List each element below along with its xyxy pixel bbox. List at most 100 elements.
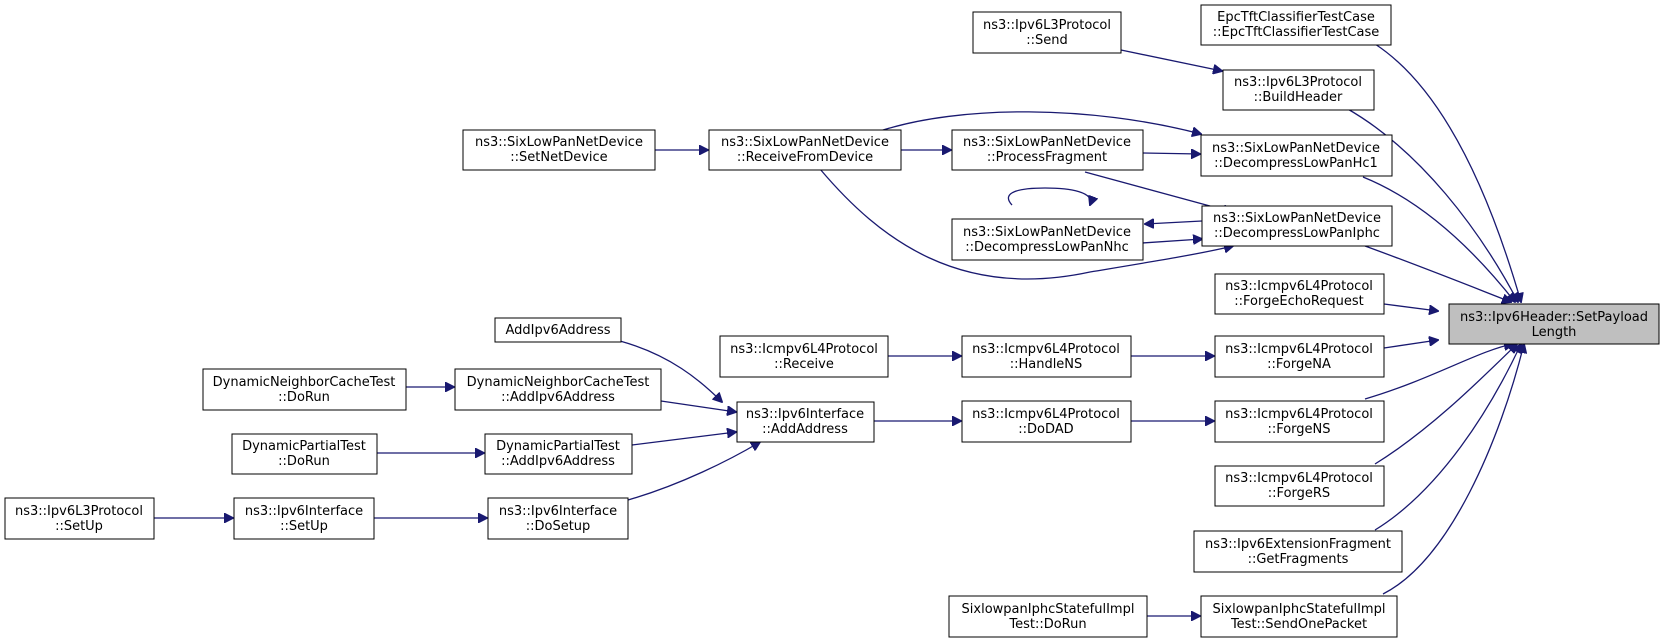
node-label-line: ::DecompressLowPanIphc: [1214, 226, 1380, 241]
node-sixlowpan-decompresslowpanhc1[interactable]: ns3::SixLowPanNetDevice ::DecompressLowP…: [1200, 134, 1393, 177]
edge-getfragments-to-set-payload-length: [1374, 344, 1521, 531]
node-label-line: ::ForgeNA: [1267, 357, 1331, 372]
node-label-line: SixlowpanIphcStatefulImpl: [962, 602, 1135, 617]
edge-processfragment-to-decompressiphc: [1084, 171, 1232, 212]
node-label-line: ns3::Ipv6L3Protocol: [1234, 75, 1362, 90]
node-ipv6l3-send[interactable]: ns3::Ipv6L3Protocol ::Send: [972, 11, 1122, 54]
node-icmpv6-handlens[interactable]: ns3::Icmpv6L4Protocol ::HandleNS: [961, 335, 1132, 378]
node-label-line: ns3::Icmpv6L4Protocol: [972, 342, 1120, 357]
node-label-line: ::ForgeEchoRequest: [1234, 294, 1363, 309]
node-label-line: ::DoDAD: [1018, 422, 1073, 437]
node-label-line: ::Receive: [774, 357, 834, 372]
edge-forgena-to-set-payload-length: [1383, 340, 1438, 349]
node-icmpv6-receive[interactable]: ns3::Icmpv6L4Protocol ::Receive: [719, 335, 889, 378]
node-label-line: DynamicPartialTest: [242, 439, 366, 454]
node-label-line: ::ProcessFragment: [987, 150, 1107, 165]
edge-forgens-to-set-payload-length: [1364, 344, 1513, 400]
edge-buildheader-to-set-payload-length: [1345, 107, 1518, 302]
node-label-line: ns3::Icmpv6L4Protocol: [1225, 342, 1373, 357]
edge-receivefromdevice-to-decompressiphc: [819, 168, 1233, 280]
node-label-line: ns3::Ipv6L3Protocol: [15, 504, 143, 519]
edge-addipv6address-to-addaddress: [619, 340, 722, 402]
node-label-line: ::SetNetDevice: [510, 150, 607, 165]
node-label-line: ns3::Ipv6Interface: [499, 504, 617, 519]
node-icmpv6-forgers[interactable]: ns3::Icmpv6L4Protocol ::ForgeRS: [1214, 465, 1385, 507]
node-ipv6interface-setup[interactable]: ns3::Ipv6Interface ::SetUp: [233, 497, 375, 540]
node-label-line: SixlowpanIphcStatefulImpl: [1213, 602, 1386, 617]
node-label-line: ns3::Ipv6Interface: [746, 407, 864, 422]
node-label-line: ::HandleNS: [1010, 357, 1083, 372]
edge-processfragment-to-decompresshc1: [1141, 153, 1200, 154]
edge-dynpartial-addipv6-to-addaddress: [631, 432, 736, 446]
node-addipv6address[interactable]: AddIpv6Address: [494, 317, 622, 343]
node-label-line: DynamicNeighborCacheTest: [213, 375, 396, 390]
node-label-line: ::DecompressLowPanNhc: [965, 240, 1129, 255]
edge-epc-tft-to-set-payload-length: [1374, 43, 1521, 302]
node-label-line: ::ForgeNS: [1267, 422, 1330, 437]
node-sixlowpan-setnetdevice[interactable]: ns3::SixLowPanNetDevice ::SetNetDevice: [462, 129, 656, 171]
node-label-line: ns3::Icmpv6L4Protocol: [972, 407, 1120, 422]
node-label-line: ns3::SixLowPanNetDevice: [475, 135, 643, 150]
node-label-line: ns3::SixLowPanNetDevice: [963, 135, 1131, 150]
node-ipv6interface-dosetup[interactable]: ns3::Ipv6Interface ::DoSetup: [487, 497, 629, 540]
node-label-line: ns3::Icmpv6L4Protocol: [1225, 407, 1373, 422]
node-label-line: Length: [1532, 325, 1577, 340]
node-label-line: ns3::SixLowPanNetDevice: [1213, 211, 1381, 226]
node-icmpv6-forgens[interactable]: ns3::Icmpv6L4Protocol ::ForgeNS: [1214, 400, 1385, 443]
node-sixlowpan-processfragment[interactable]: ns3::SixLowPanNetDevice ::ProcessFragmen…: [951, 129, 1144, 171]
edge-decompressiphc-to-decompressnhc: [1145, 221, 1203, 224]
node-sixlowpan-decompresslowpannhc[interactable]: ns3::SixLowPanNetDevice ::DecompressLowP…: [951, 218, 1144, 261]
node-dynamic-neighbor-cache-test-addipv6address[interactable]: DynamicNeighborCacheTest ::AddIpv6Addres…: [454, 368, 662, 411]
node-label-line: ::Send: [1026, 33, 1068, 48]
node-label-line: AddIpv6Address: [506, 323, 611, 338]
node-set-payload-length[interactable]: ns3::Ipv6Header::SetPayload Length: [1448, 303, 1660, 345]
node-label-line: ::DoRun: [278, 454, 330, 469]
node-label-line: ::DoSetup: [526, 519, 591, 534]
node-label-line: ns3::Ipv6ExtensionFragment: [1205, 537, 1391, 552]
node-label-line: ns3::Ipv6Interface: [245, 504, 363, 519]
edge-decompresshc1-to-set-payload-length: [1362, 176, 1515, 302]
node-sixlowpan-decompresslowpaniphc[interactable]: ns3::SixLowPanNetDevice ::DecompressLowP…: [1201, 205, 1393, 247]
node-label-line: ns3::SixLowPanNetDevice: [1212, 141, 1380, 156]
node-label-line: ns3::SixLowPanNetDevice: [963, 225, 1131, 240]
node-sixlowpan-receivefromdevice[interactable]: ns3::SixLowPanNetDevice ::ReceiveFromDev…: [708, 129, 902, 171]
node-ipv6interface-addaddress[interactable]: ns3::Ipv6Interface ::AddAddress: [736, 401, 875, 443]
node-icmpv6-forgeechorequest[interactable]: ns3::Icmpv6L4Protocol ::ForgeEchoRequest: [1214, 273, 1385, 315]
node-label-line: ::ForgeRS: [1268, 486, 1330, 501]
edge-receivefromdevice-to-decompresshc1: [879, 111, 1201, 134]
edge-decompressnhc-self-loop: [1007, 187, 1090, 205]
node-ipv6l3-buildheader[interactable]: ns3::Ipv6L3Protocol ::BuildHeader: [1222, 69, 1375, 111]
node-label-line: ::EpcTftClassifierTestCase: [1213, 25, 1380, 40]
node-label-line: DynamicNeighborCacheTest: [467, 375, 650, 390]
node-label-line: ::GetFragments: [1248, 552, 1349, 567]
node-epc-tft-classifier-test-case[interactable]: EpcTftClassifierTestCase ::EpcTftClassif…: [1200, 4, 1392, 46]
node-label-line: ns3::Ipv6L3Protocol: [983, 18, 1111, 33]
node-label-line: ::AddIpv6Address: [501, 390, 615, 405]
node-dynamic-partial-test-dorun[interactable]: DynamicPartialTest ::DoRun: [231, 433, 378, 475]
node-ipv6l3-setup[interactable]: ns3::Ipv6L3Protocol ::SetUp: [4, 497, 155, 540]
node-icmpv6-forgena[interactable]: ns3::Icmpv6L4Protocol ::ForgeNA: [1214, 335, 1385, 378]
node-sixlowpan-iphc-stateful-impl-test-sendonepacket[interactable]: SixlowpanIphcStatefulImpl Test::SendOneP…: [1200, 595, 1398, 638]
node-label-line: ::DoRun: [278, 390, 330, 405]
edge-decompressiphc-to-set-payload-length: [1364, 245, 1511, 302]
node-label-line: ns3::Icmpv6L4Protocol: [1225, 471, 1373, 486]
node-label-line: DynamicPartialTest: [496, 439, 620, 454]
node-label-line: ::AddAddress: [762, 422, 848, 437]
node-dynamic-partial-test-addipv6address[interactable]: DynamicPartialTest ::AddIpv6Address: [484, 433, 633, 475]
node-label-line: ns3::Ipv6Header::SetPayload: [1460, 310, 1648, 325]
edge-send-to-buildheader: [1120, 49, 1222, 71]
node-icmpv6-dodad[interactable]: ns3::Icmpv6L4Protocol ::DoDAD: [961, 400, 1132, 443]
node-label-line: ::AddIpv6Address: [501, 454, 615, 469]
node-ipv6extensionfragment-getfragments[interactable]: ns3::Ipv6ExtensionFragment ::GetFragment…: [1193, 530, 1403, 573]
node-label-line: ns3::SixLowPanNetDevice: [721, 135, 889, 150]
node-label-line: ::SetUp: [55, 519, 103, 534]
node-label-line: EpcTftClassifierTestCase: [1217, 10, 1375, 25]
node-label-line: ::DecompressLowPanHc1: [1214, 156, 1378, 171]
edge-forgeechorequest-to-set-payload-length: [1383, 303, 1438, 311]
node-sixlowpan-iphc-stateful-impl-test-dorun[interactable]: SixlowpanIphcStatefulImpl Test::DoRun: [948, 595, 1148, 638]
edge-dynneighbor-addipv6-to-addaddress: [660, 400, 736, 412]
node-dynamic-neighbor-cache-test-dorun[interactable]: DynamicNeighborCacheTest ::DoRun: [202, 368, 407, 411]
node-label-line: ns3::Icmpv6L4Protocol: [730, 342, 878, 357]
node-label-line: ::BuildHeader: [1254, 90, 1343, 105]
